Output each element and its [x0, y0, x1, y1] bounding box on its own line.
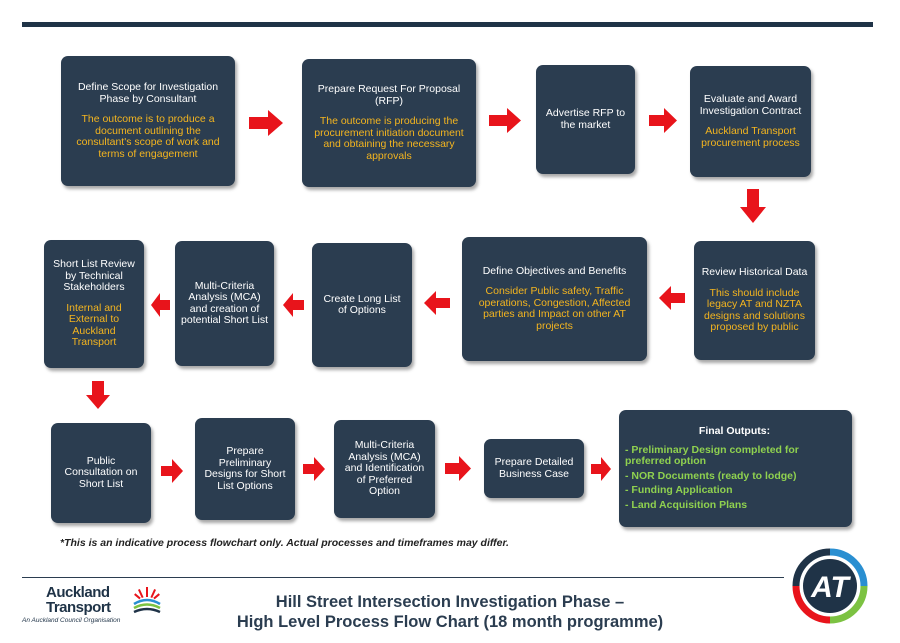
- step-title: Multi-Criteria Analysis (MCA) and creati…: [181, 279, 268, 326]
- step-prepare-rfp: Prepare Request For Proposal (RFP) The o…: [302, 59, 476, 187]
- step-title: Create Long List of Options: [323, 292, 401, 316]
- step-desc: The outcome is producing the procurement…: [314, 115, 464, 162]
- step-title: Advertise RFP to the market: [545, 107, 626, 131]
- bottom-rule: [22, 577, 784, 578]
- title-line-1: Hill Street Intersection Investigation P…: [275, 593, 625, 611]
- logo-text-auckland: Auckland: [46, 584, 110, 601]
- step-short-list-review: Short List Review by Technical Stakehold…: [44, 240, 144, 368]
- title-line-2: High Level Process Flow Chart (18 month …: [236, 613, 664, 631]
- at-badge-text: AT: [810, 571, 851, 604]
- arrow-down-icon: [740, 189, 766, 223]
- final-output-item: - Funding Application: [625, 484, 733, 496]
- step-mca-preferred: Multi-Criteria Analysis (MCA) and Identi…: [334, 420, 435, 518]
- arrow-right-icon: [489, 108, 521, 133]
- at-circle-logo-icon: AT: [792, 548, 868, 624]
- step-title: Public Consultation on Short List: [64, 454, 138, 490]
- step-desc: The outcome is to produce a document out…: [76, 113, 220, 160]
- top-rule: [22, 22, 873, 27]
- logo-tagline: An Auckland Council Organisation: [22, 617, 121, 624]
- step-advertise-rfp: Advertise RFP to the market: [536, 65, 635, 174]
- final-outputs-title: Final Outputs:: [698, 425, 771, 437]
- step-business-case: Prepare Detailed Business Case: [484, 439, 584, 498]
- step-title: Prepare Detailed Business Case: [494, 456, 574, 480]
- step-desc: Consider Public safety, Traffic operatio…: [478, 285, 631, 332]
- step-evaluate-award: Evaluate and Award Investigation Contrac…: [690, 66, 811, 177]
- step-title: Review Historical Data: [701, 266, 808, 279]
- auckland-transport-logo: Auckland Transport An Auckland Council O…: [22, 584, 162, 630]
- step-define-objectives: Define Objectives and Benefits Consider …: [462, 237, 647, 361]
- step-define-scope: Define Scope for Investigation Phase by …: [61, 56, 235, 186]
- step-title: Define Objectives and Benefits: [482, 264, 627, 277]
- final-output-item: - NOR Documents (ready to lodge): [625, 469, 797, 482]
- arrow-down-icon: [86, 381, 110, 409]
- step-title: Prepare Preliminary Designs for Short Li…: [204, 445, 286, 492]
- step-desc: This should include legacy AT and NZTA d…: [704, 286, 805, 334]
- step-desc: Internal and External to Auckland Transp…: [66, 301, 122, 349]
- final-outputs-box: Final Outputs: - Preliminary Design comp…: [619, 410, 852, 527]
- disclaimer-note: *This is an indicative process flowchart…: [60, 537, 509, 549]
- diagram-title: Hill Street Intersection Investigation P…: [180, 592, 720, 632]
- step-review-historical: Review Historical Data This should inclu…: [694, 241, 815, 360]
- arrow-right-icon: [303, 457, 325, 481]
- step-title: Short List Review by Technical Stakehold…: [53, 258, 135, 294]
- final-output-item: - Preliminary Design completed for prefe…: [625, 443, 799, 467]
- step-title: Evaluate and Award Investigation Contrac…: [699, 93, 802, 117]
- arrow-right-icon: [445, 456, 471, 481]
- step-desc: Auckland Transport procurement process: [701, 125, 800, 149]
- arrow-right-icon: [591, 457, 611, 481]
- logo-text-transport: Transport: [46, 599, 111, 616]
- arrow-right-icon: [649, 108, 677, 133]
- step-mca-short-list: Multi-Criteria Analysis (MCA) and creati…: [175, 241, 274, 366]
- step-public-consultation: Public Consultation on Short List: [51, 423, 151, 523]
- arrow-right-icon: [249, 110, 283, 136]
- step-title: Multi-Criteria Analysis (MCA) and Identi…: [344, 439, 425, 498]
- step-preliminary-designs: Prepare Preliminary Designs for Short Li…: [195, 418, 295, 520]
- arrow-right-icon: [161, 459, 183, 483]
- step-long-list: Create Long List of Options: [312, 243, 412, 367]
- final-output-item: - Land Acquisition Plans: [625, 498, 748, 511]
- arrow-left-icon: [659, 286, 685, 310]
- step-title: Prepare Request For Proposal (RFP): [317, 83, 461, 107]
- arrow-left-icon: [424, 291, 450, 315]
- arrow-left-icon: [283, 293, 304, 317]
- arrow-left-icon: [151, 293, 170, 317]
- step-title: Define Scope for Investigation Phase by …: [77, 81, 219, 105]
- pohutukawa-flower-icon: [133, 587, 161, 614]
